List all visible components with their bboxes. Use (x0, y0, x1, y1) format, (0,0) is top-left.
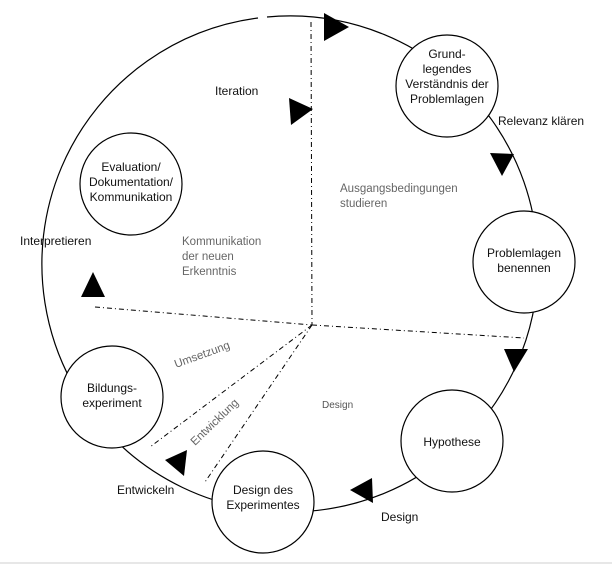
node-problemlagen-line-2: benennen (497, 261, 550, 275)
edge-label-interpretieren: Interpretieren (20, 234, 91, 248)
region-kommunikation-line-3: Erkenntnis (182, 266, 237, 278)
region-entwicklung: Entwicklung (189, 397, 241, 448)
region-umsetzung: Umsetzung (173, 340, 232, 371)
region-ausgangsbedingungen-line-2: studieren (340, 198, 387, 210)
node-hypothese-line-1: Hypothese (423, 435, 481, 449)
node-evaluation: Evaluation/ Dokumentation/ Kommunikation (79, 132, 183, 236)
arrow-right-icon (504, 349, 528, 372)
edge-label-design: Design (381, 510, 418, 524)
divider-top (310, 21, 313, 326)
divider-diag-1 (149, 324, 313, 448)
node-problemlagen: Problemlagen benennen (472, 210, 576, 314)
node-evaluation-line-1: Evaluation/ (101, 160, 161, 174)
edge-label-relevanz: Relevanz klären (498, 114, 584, 128)
arrow-iteration-icon (289, 98, 313, 125)
node-bildungsexperiment-line-2: experiment (82, 396, 142, 410)
node-grundlegendes-line-2: legendes (423, 62, 472, 76)
arrow-interpretieren-icon (81, 272, 105, 297)
node-grundlegendes: Grund- legendes Verständnis der Probleml… (395, 34, 499, 138)
divider-left (94, 306, 313, 326)
arrow-top-icon (324, 13, 349, 41)
node-evaluation-line-3: Kommunikation (90, 190, 173, 204)
node-bildungsexperiment-line-1: Bildungs- (87, 381, 137, 395)
node-design-experimente: Design des Experimentes (211, 450, 315, 554)
edge-label-iteration: Iteration (215, 84, 258, 98)
arrow-entwickeln-icon (165, 450, 187, 476)
region-ausgangsbedingungen-line-1: Ausgangsbedingungen (340, 183, 458, 195)
divider-right (311, 324, 525, 339)
region-kommunikation-line-2: der neuen (182, 251, 234, 263)
node-hypothese: Hypothese (400, 389, 504, 493)
divider-diag-2 (204, 324, 313, 483)
node-design-experimente-line-2: Experimentes (226, 498, 299, 512)
region-kommunikation-line-1: Kommunikation (182, 236, 261, 248)
arrow-design-icon (350, 478, 373, 503)
node-bildungsexperiment: Bildungs- experiment (60, 345, 164, 449)
node-design-experimente-line-1: Design des (233, 483, 293, 497)
node-evaluation-line-2: Dokumentation/ (89, 175, 174, 189)
edge-label-entwickeln: Entwickeln (117, 483, 174, 497)
region-design-center: Design (322, 400, 353, 411)
node-grundlegendes-line-4: Problemlagen (410, 92, 484, 106)
arrow-relevanz-icon (490, 153, 514, 176)
node-grundlegendes-line-1: Grund- (428, 47, 465, 61)
node-grundlegendes-line-3: Verständnis der (405, 77, 488, 91)
node-problemlagen-line-1: Problemlagen (487, 246, 561, 260)
